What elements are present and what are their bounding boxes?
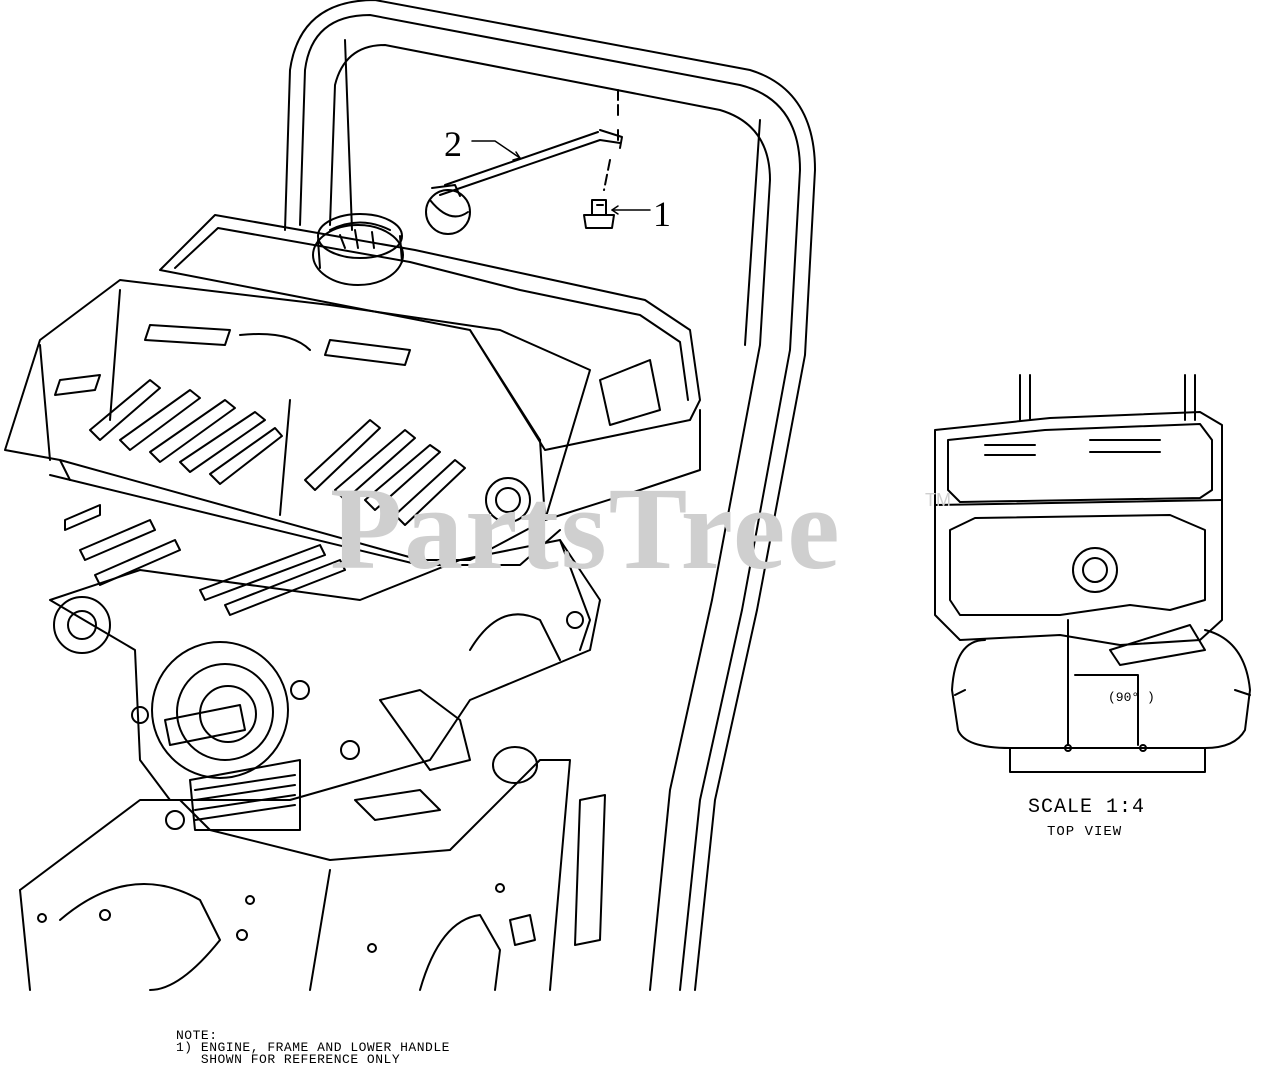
angle-label: (90° ) bbox=[1108, 690, 1155, 705]
scale-label: SCALE 1:4 bbox=[1028, 796, 1146, 819]
watermark: PartsTree bbox=[330, 463, 842, 594]
reference-note: NOTE: 1) ENGINE, FRAME AND LOWER HANDLE … bbox=[176, 1028, 450, 1067]
callout-part-2[interactable]: 2 bbox=[444, 124, 462, 164]
note-title: NOTE: bbox=[176, 1028, 218, 1043]
callout-part-1[interactable]: 1 bbox=[653, 194, 671, 234]
fuel-line-part bbox=[425, 129, 623, 235]
trademark-mark: TM bbox=[925, 490, 951, 510]
fuel-tank bbox=[159, 213, 701, 521]
screw-part bbox=[583, 89, 619, 229]
top-view-inset bbox=[934, 374, 1251, 773]
view-label: TOP VIEW bbox=[1047, 824, 1123, 840]
callout-leaders bbox=[471, 140, 651, 215]
lower-handle bbox=[284, 0, 816, 991]
engine-shroud bbox=[4, 279, 591, 616]
lower-frame bbox=[19, 759, 606, 991]
note-line-2: SHOWN FOR REFERENCE ONLY bbox=[176, 1052, 401, 1067]
note-line-1: 1) ENGINE, FRAME AND LOWER HANDLE bbox=[176, 1040, 450, 1055]
